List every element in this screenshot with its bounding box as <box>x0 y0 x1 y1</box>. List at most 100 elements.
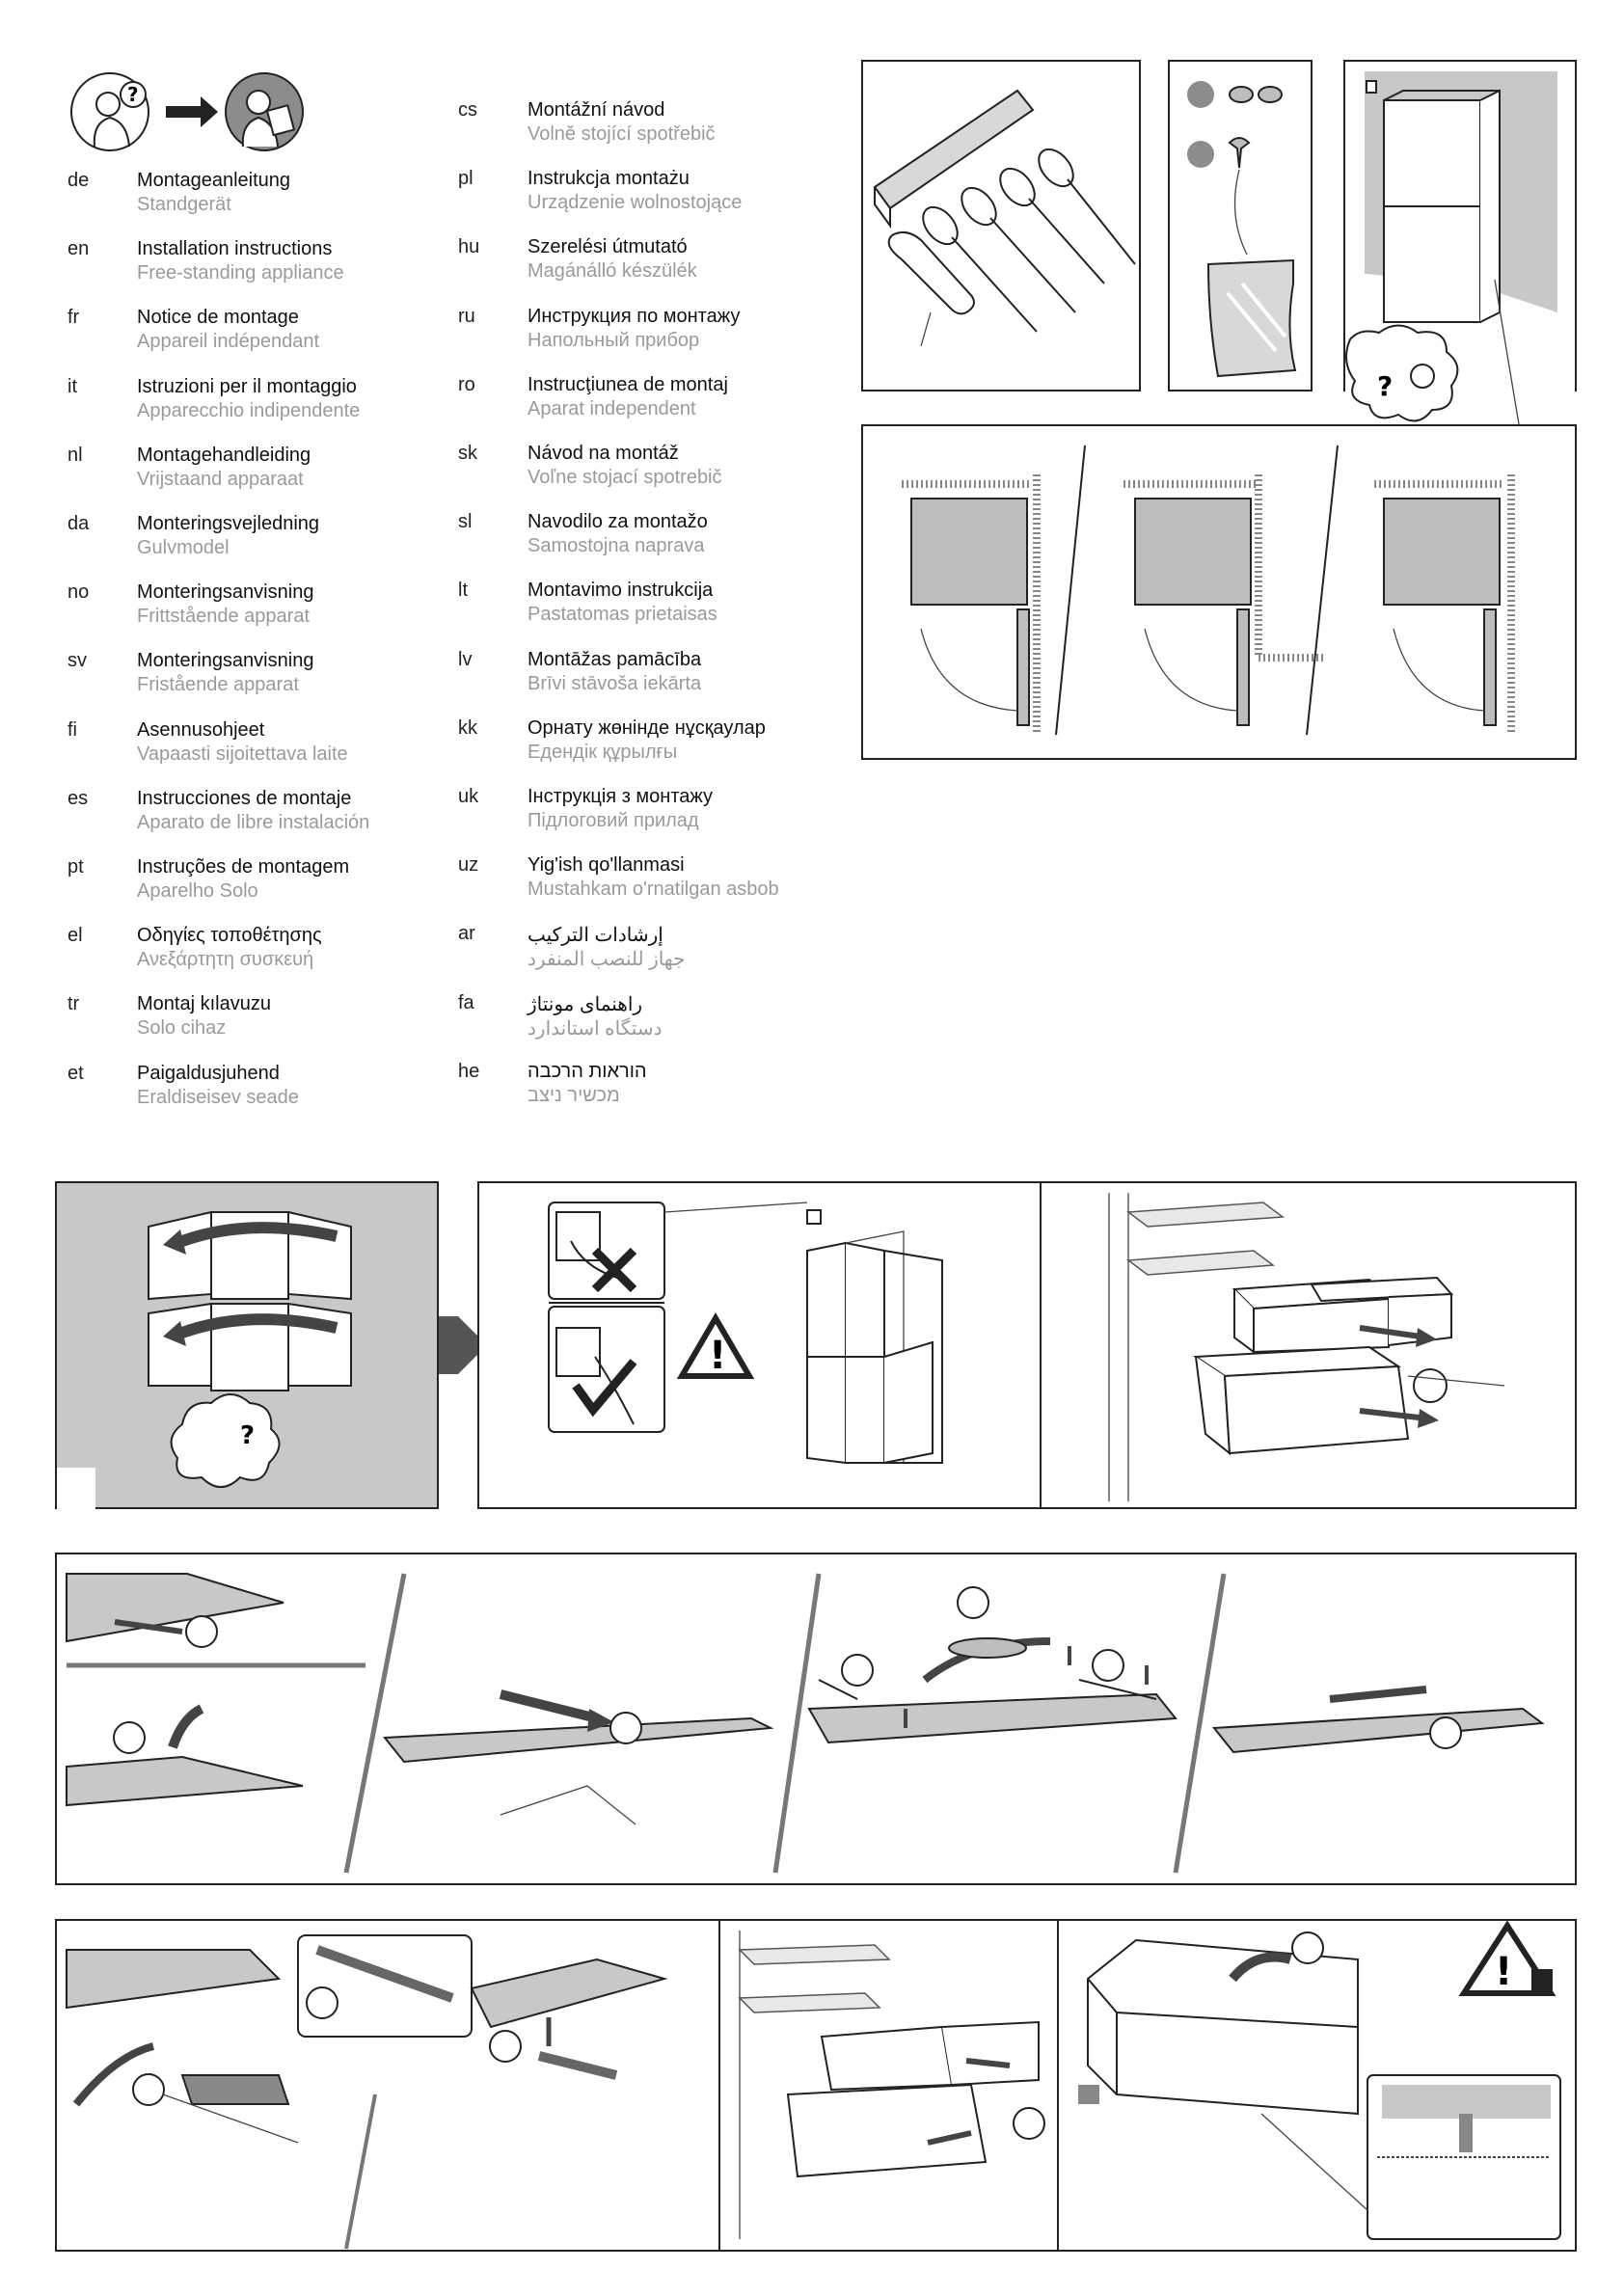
language-subtitle: Fristående apparat <box>137 674 299 696</box>
language-code: uz <box>458 854 479 877</box>
language-title: Montážní návod <box>528 99 665 121</box>
language-code: kk <box>458 716 477 739</box>
language-subtitle: Підлоговий прилад <box>528 810 699 831</box>
language-title: הוראות הרכבה <box>528 1060 647 1082</box>
door-reversal-illustration: ? <box>57 1210 352 1511</box>
language-title: Monteringsanvisning <box>137 650 314 672</box>
language-subtitle: Voľne stojací spotrebič <box>528 467 722 488</box>
language-code: es <box>68 787 89 809</box>
rail-mounting-illustration <box>66 1934 668 2250</box>
language-code: uk <box>458 786 479 807</box>
language-code: en <box>68 238 90 260</box>
language-title: Instrucţiunea de montaj <box>528 373 728 395</box>
tools-panel <box>861 60 1141 392</box>
tools-illustration <box>873 89 1136 347</box>
warning-triangle-icon <box>676 1312 755 1379</box>
language-title: Paigaldusjuhend <box>137 1062 280 1084</box>
language-code: ar <box>458 923 475 945</box>
language-title: Yig'ish qo'llanmasi <box>528 854 685 877</box>
shelf-adjustment-illustration <box>66 1573 1545 1874</box>
language-subtitle: Urządzenie wolnostojące <box>528 192 743 214</box>
shelf-step-1 <box>66 1573 365 1807</box>
arrow-right-icon <box>166 96 218 127</box>
language-title: Szerelési útmutató <box>528 236 688 258</box>
clearance-view-2 <box>1123 474 1326 726</box>
socket-icon <box>806 1209 822 1225</box>
fridge-icon <box>1383 99 1481 323</box>
language-subtitle: מכשיר ניצב <box>528 1084 620 1106</box>
drawer-insert-illustration <box>738 1931 1045 2239</box>
thinking-bubble-icon <box>170 1393 281 1488</box>
language-code: lv <box>458 648 473 670</box>
clearance-view-1 <box>902 474 1041 733</box>
language-title: Montageanleitung <box>137 170 291 191</box>
language-subtitle: Samostojna naprava <box>528 535 705 557</box>
language-subtitle: Frittstående apparat <box>137 606 310 628</box>
language-code: tr <box>68 993 80 1015</box>
bag-icon <box>1206 258 1297 378</box>
screw-icon <box>1228 137 1251 169</box>
language-code: no <box>68 581 90 604</box>
weight-warning-illustration: ! <box>1078 1921 1561 2240</box>
language-subtitle: Напольный прибор <box>528 329 700 351</box>
screwdriver-icon <box>922 205 959 246</box>
language-title: Monteringsvejledning <box>137 513 320 534</box>
language-code: ro <box>458 373 475 395</box>
language-title: Installation instructions <box>137 238 333 260</box>
language-title: Monteringsanvisning <box>137 581 314 604</box>
language-title: Montagehandleiding <box>137 444 311 466</box>
drawer-removal-illustration <box>1108 1193 1505 1501</box>
unplug-panel: ! <box>477 1181 1042 1509</box>
svg-text:?: ? <box>240 1421 255 1450</box>
weight-warning-icon <box>1458 1921 1556 1996</box>
socket-icon <box>1366 80 1377 94</box>
language-subtitle: Solo cihaz <box>137 1017 227 1040</box>
language-subtitle: جهاز للنصب المنفرد <box>528 949 686 971</box>
language-code: he <box>458 1060 480 1082</box>
language-subtitle: Magánálló készülék <box>528 260 697 283</box>
language-code: sl <box>458 511 473 533</box>
language-title: Návod na montáž <box>528 443 679 464</box>
language-subtitle: Volně stojící spotřebič <box>528 123 716 145</box>
clearance-view-3 <box>1374 474 1515 733</box>
svg-text:!: ! <box>1495 1950 1512 1994</box>
language-code: sk <box>458 443 477 464</box>
language-code: sv <box>68 650 87 672</box>
language-title: Notice de montage <box>137 307 299 329</box>
language-code: lt <box>458 580 468 602</box>
language-subtitle: دستگاه استاندارد <box>528 1017 663 1040</box>
language-code: fa <box>458 991 474 1013</box>
weight-warning-panel: ! <box>1057 1919 1577 2252</box>
language-subtitle: Aparelho Solo <box>137 880 258 902</box>
door-clearance-illustration <box>902 445 1515 736</box>
language-subtitle: Brīvi stāvoša iekārta <box>528 672 702 694</box>
language-code: ru <box>458 305 475 327</box>
shelf-step-4 <box>1212 1686 1545 1754</box>
language-code: cs <box>458 99 477 121</box>
language-subtitle: Vapaasti sijoitettava laite <box>137 743 348 765</box>
language-code: hu <box>458 236 480 258</box>
language-title: Инструкция по монтажу <box>528 305 741 327</box>
language-subtitle: Aparato de libre instalación <box>137 811 370 833</box>
language-title: Instruções de montagem <box>137 856 350 878</box>
language-subtitle: Gulvmodel <box>137 537 230 558</box>
language-title: Instrucciones de montaje <box>137 787 352 809</box>
language-subtitle: Едендік құрылғы <box>528 741 678 763</box>
wrench-icon <box>887 230 975 315</box>
language-code: fi <box>68 718 77 741</box>
shelf-step-2 <box>383 1689 774 1825</box>
language-title: Montavimo instrukcija <box>528 580 714 602</box>
socket-icon <box>555 1211 601 1261</box>
language-title: Instrukcja montażu <box>528 168 690 190</box>
language-title: Інструкція з монтажу <box>528 786 714 807</box>
shelf-adjustment-panel <box>55 1553 1577 1885</box>
unplug-illustration: ! <box>548 1202 943 1465</box>
language-subtitle: Mustahkam o'rnatilgan asbob <box>528 878 779 901</box>
shelf-step-3 <box>807 1586 1177 1744</box>
language-title: Asennusohjeet <box>137 718 265 741</box>
language-title: Montaj kılavuzu <box>137 993 271 1015</box>
language-title: Орнату жөнінде нұсқаулар <box>528 716 766 739</box>
language-title: راهنمای مونتاژ <box>528 993 643 1015</box>
svg-text:?: ? <box>127 83 139 106</box>
language-code: el <box>68 925 83 947</box>
